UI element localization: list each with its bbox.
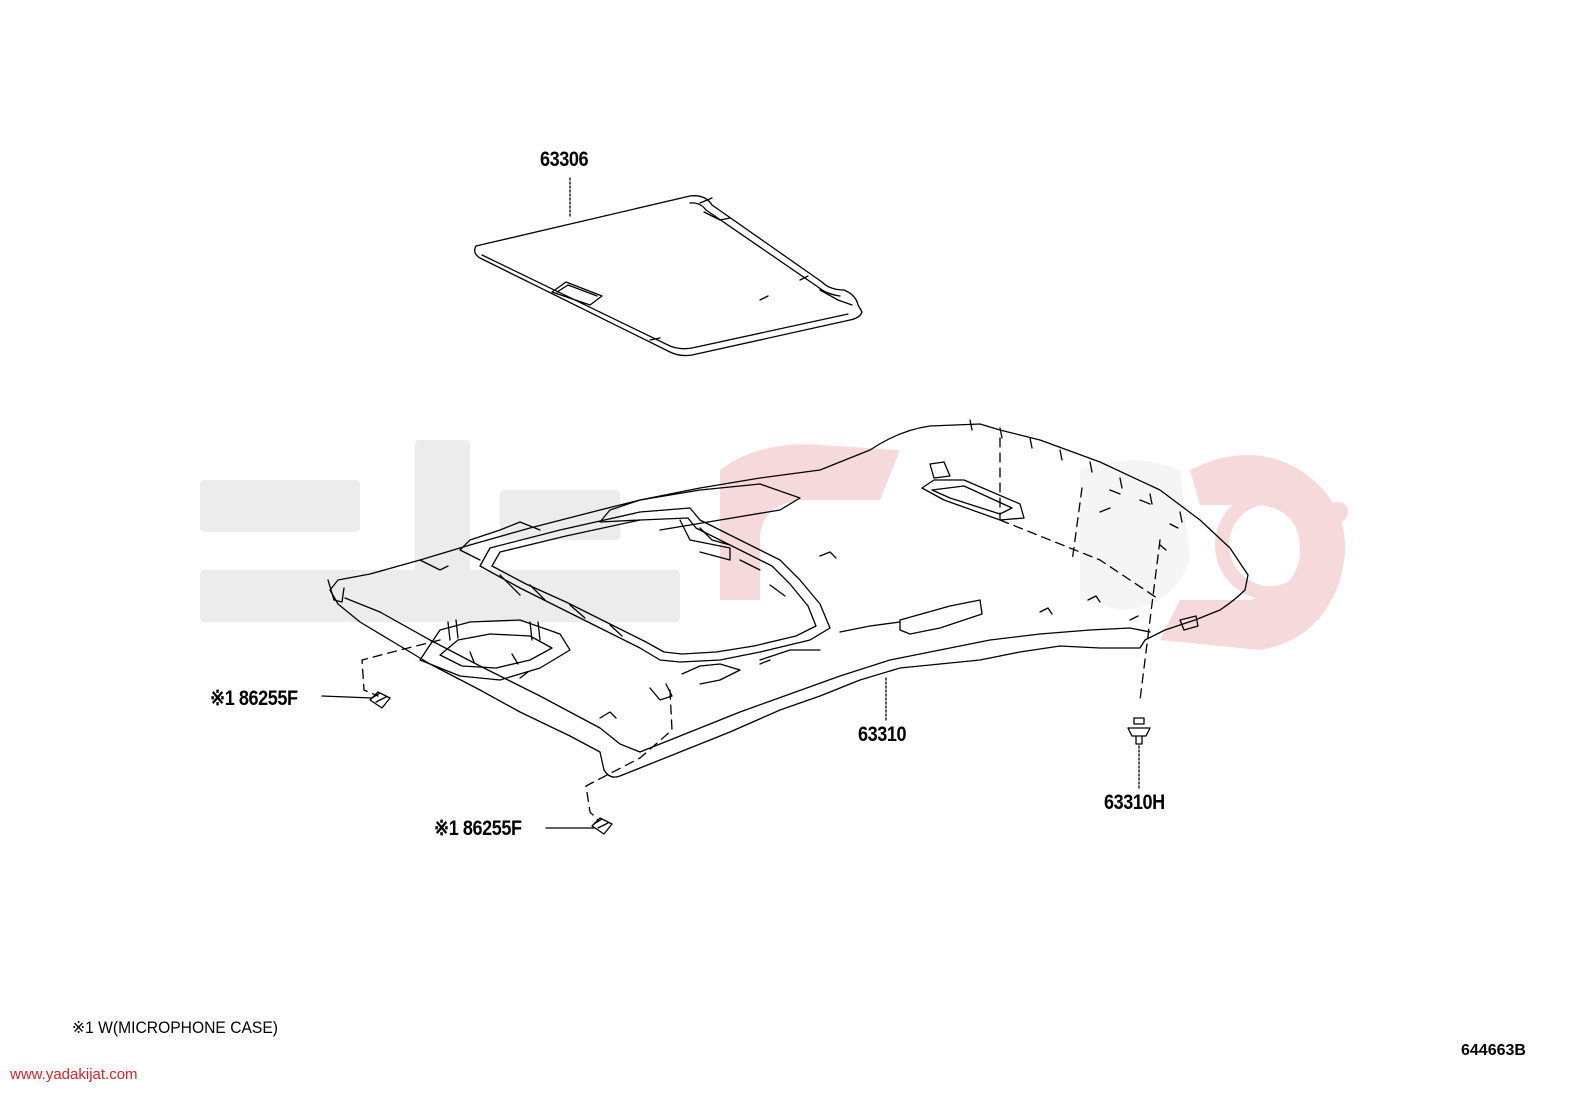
sunshade-panel <box>474 195 863 357</box>
clip-part <box>1127 717 1151 745</box>
dash-holder-bottom <box>585 689 673 821</box>
part-label-86255F-bottom: ※1 86255F <box>434 817 522 840</box>
part-label-63310: 63310 <box>858 723 907 746</box>
footnote: ※1 W(MICROPHONE CASE) <box>72 1018 279 1037</box>
website-link[interactable]: www.yadakijat.com <box>10 1066 138 1083</box>
dash-clip <box>999 437 1161 701</box>
holder-bottom-part <box>591 817 613 835</box>
part-label-63310H: 63310H <box>1104 791 1165 814</box>
part-label-86255F-left: ※1 86255F <box>210 687 298 710</box>
headliner-panel <box>327 419 1249 778</box>
dash-holder-left <box>361 639 441 697</box>
leader-holder-left <box>321 695 373 699</box>
holder-left-part <box>369 691 391 709</box>
illustration-code: 644663B <box>1461 1042 1526 1059</box>
part-label-63306: 63306 <box>540 148 589 171</box>
